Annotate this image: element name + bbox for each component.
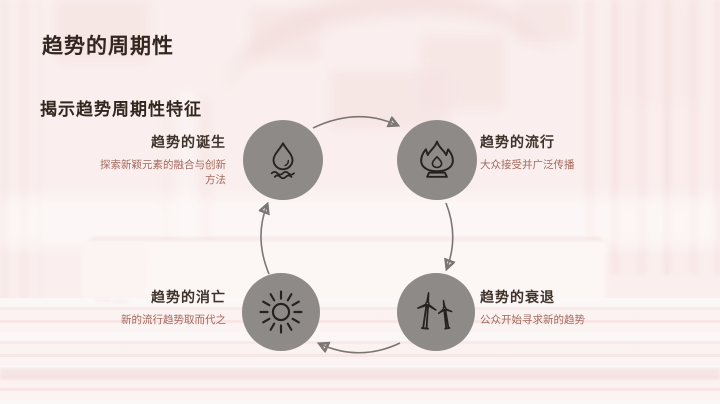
node-desc: 新的流行趋势取而代之 [121,314,226,326]
flame-icon [420,140,454,178]
node-circle-decline [397,273,475,351]
page-subtitle: 揭示趋势周期性特征 [40,100,202,119]
node-title: 趋势的衰退 [480,289,555,305]
sofa-armrest [82,244,146,302]
sofa [86,238,606,302]
node-circle-death [242,273,320,351]
curtain-left [0,0,42,300]
node-title: 趋势的诞生 [151,134,226,150]
node-title: 趋势的流行 [480,134,555,150]
node-desc: 公众开始寻求新的趋势 [480,314,585,326]
node-label-birth: 趋势的诞生 探索新颖元素的融合与创新方法 [94,132,226,188]
node-label-death: 趋势的消亡 新的流行趋势取而代之 [92,287,226,328]
wind-turbine-icon [417,292,453,330]
node-desc: 大众接受并广泛传播 [480,159,575,171]
node-circle-birth [243,120,323,200]
floor-accent-band [0,368,720,380]
node-circle-popularity [397,120,477,200]
page-title: 趋势的周期性 [42,35,174,58]
sun-icon [259,290,303,334]
node-label-popularity: 趋势的流行 大众接受并广泛传播 [480,132,640,173]
node-desc: 探索新颖元素的融合与创新方法 [100,159,226,186]
node-label-decline: 趋势的衰退 公众开始寻求新的趋势 [480,287,650,328]
water-drop-icon [270,142,295,180]
node-title: 趋势的消亡 [151,289,226,305]
